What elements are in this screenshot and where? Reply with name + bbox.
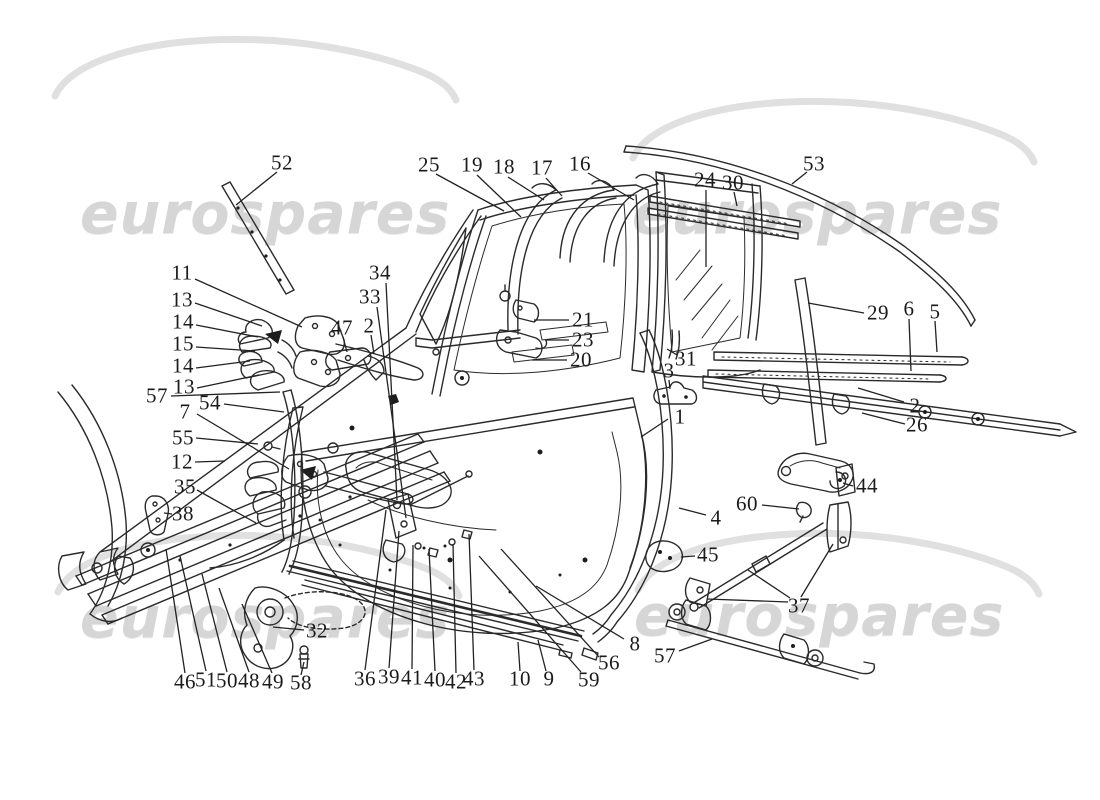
bolt-58 — [299, 646, 309, 668]
lock-cylinder-parts — [497, 285, 547, 358]
part-number-label[interactable]: 7 — [179, 399, 191, 424]
part-number-label[interactable]: 47 — [331, 315, 353, 340]
part-number-label[interactable]: 10 — [509, 666, 531, 691]
part-number-label[interactable]: 37 — [788, 593, 810, 618]
part-number-label[interactable]: 9 — [543, 666, 555, 691]
part-number-label[interactable]: 26 — [906, 412, 928, 437]
part-number-label[interactable]: 17 — [531, 155, 553, 180]
part-number-label[interactable]: 57 — [654, 643, 676, 668]
rails-5-6 — [708, 352, 968, 382]
swoosh-top-right — [629, 97, 1038, 166]
watermark: eurospares — [632, 186, 1002, 243]
watermark: eurospares — [634, 588, 1004, 645]
part-number-label[interactable]: 55 — [172, 425, 194, 450]
part-number-label[interactable]: 33 — [359, 284, 381, 309]
part-number-label[interactable]: 41 — [401, 665, 423, 690]
part-number-label[interactable]: 60 — [736, 491, 758, 516]
window-regulator — [666, 464, 874, 679]
strip-52 — [222, 182, 294, 294]
watermark: eurospares — [80, 186, 450, 243]
part-number-label[interactable]: 13 — [171, 287, 193, 312]
part-number-label[interactable]: 20 — [570, 347, 592, 372]
part-number-label[interactable]: 51 — [195, 667, 217, 692]
part-number-label[interactable]: 14 — [172, 353, 194, 378]
part-number-label[interactable]: 44 — [856, 473, 878, 498]
roof-trim-53 — [624, 146, 975, 326]
part-number-label[interactable]: 35 — [174, 474, 196, 499]
part-number-label[interactable]: 16 — [569, 151, 591, 176]
part-number-label[interactable]: 21 — [572, 307, 594, 332]
part-number-label[interactable]: 5 — [929, 299, 941, 324]
part-number-label[interactable]: 13 — [173, 374, 195, 399]
leader-lines — [164, 172, 937, 675]
part-number-label[interactable]: 23 — [572, 327, 594, 352]
part-number-label[interactable]: 54 — [199, 390, 221, 415]
part-number-label[interactable]: 1 — [674, 404, 686, 429]
part-number-label[interactable]: 40 — [424, 667, 446, 692]
watermark-text: eurospares — [632, 181, 1003, 247]
part-number-label[interactable]: 25 — [418, 152, 440, 177]
part-number-label[interactable]: 43 — [463, 666, 485, 691]
part-number-label[interactable]: 38 — [172, 501, 194, 526]
part-number-label[interactable]: 4 — [710, 505, 722, 530]
watermark-text: eurospares — [634, 583, 1005, 649]
part-number-label[interactable]: 15 — [172, 331, 194, 356]
window-winder-motor — [241, 587, 365, 669]
part-number-label[interactable]: 3 — [663, 358, 675, 383]
part-number-label[interactable]: 56 — [598, 650, 620, 675]
door-latch-cluster — [383, 471, 472, 562]
part-number-label[interactable]: 2 — [909, 393, 921, 418]
striker-3 — [654, 382, 697, 404]
swoosh-bottom-left — [54, 531, 463, 600]
watermark-text: eurospares — [80, 181, 451, 247]
buffer-45 — [646, 541, 683, 572]
clip-60 — [797, 502, 812, 522]
part-number-label[interactable]: 53 — [803, 151, 825, 176]
part-number-label[interactable]: 30 — [722, 170, 744, 195]
bracket-38 — [145, 496, 168, 535]
part-number-label[interactable]: 29 — [867, 300, 889, 325]
part-number-label[interactable]: 12 — [171, 449, 193, 474]
part-number-label[interactable]: 31 — [675, 346, 697, 371]
channel-2-26 — [703, 376, 1076, 436]
trim-strips-24-30 — [648, 196, 800, 239]
part-number-label[interactable]: 11 — [171, 260, 193, 285]
part-number-label[interactable]: 45 — [697, 542, 719, 567]
strip-31 — [669, 330, 679, 359]
part-number-label[interactable]: 57 — [146, 383, 168, 408]
part-number-label[interactable]: 46 — [174, 669, 196, 694]
part-number-label[interactable]: 24 — [694, 167, 716, 192]
part-number-label[interactable]: 58 — [290, 670, 312, 695]
part-number-label[interactable]: 48 — [238, 668, 260, 693]
part-number-label[interactable]: 14 — [172, 309, 194, 334]
part-number-label[interactable]: 8 — [629, 631, 641, 656]
part-number-label[interactable]: 34 — [369, 260, 391, 285]
part-number-label[interactable]: 49 — [262, 669, 284, 694]
part-number-label[interactable]: 39 — [378, 664, 400, 689]
part-number-label[interactable]: 19 — [461, 152, 483, 177]
part-number-label[interactable]: 50 — [216, 668, 238, 693]
part-number-label[interactable]: 36 — [354, 666, 376, 691]
part-number-label[interactable]: 6 — [903, 296, 915, 321]
bracket-47 — [326, 348, 384, 380]
door-seal — [593, 330, 672, 642]
swoosh-top-left — [51, 35, 460, 104]
part-number-label[interactable]: 59 — [578, 667, 600, 692]
part-number-label[interactable]: 52 — [271, 150, 293, 175]
part-number-label[interactable]: 32 — [306, 618, 328, 643]
part-number-label[interactable]: 2 — [363, 313, 375, 338]
part-number-label[interactable]: 42 — [445, 669, 467, 694]
door-handle-44 — [778, 453, 853, 492]
pillar-strip-29 — [795, 278, 826, 445]
part-number-label[interactable]: 18 — [493, 154, 515, 179]
